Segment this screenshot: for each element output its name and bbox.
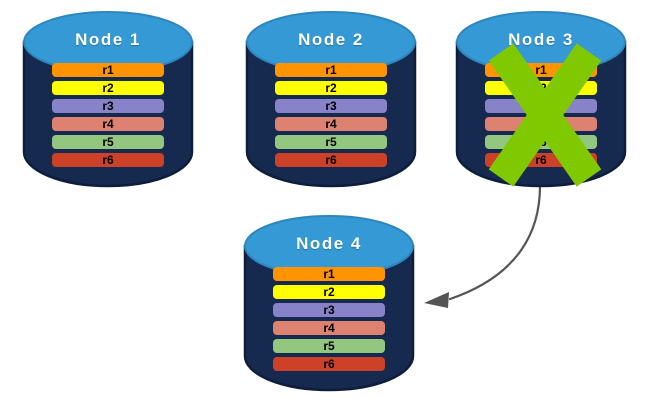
row-label: r1	[323, 267, 335, 281]
row-label: r2	[535, 81, 547, 95]
row-label: r6	[323, 357, 335, 371]
row-bar: r2	[273, 285, 385, 299]
row-bar: r5	[273, 339, 385, 353]
row-bar: r1	[485, 63, 597, 77]
row-label: r5	[325, 135, 337, 149]
row-bar: r6	[275, 153, 387, 167]
row-label: r5	[102, 135, 114, 149]
row-bar: r4	[275, 117, 387, 131]
row-bar: r1	[275, 63, 387, 77]
row-bar: r2	[485, 81, 597, 95]
row-label: r4	[325, 117, 337, 131]
row-bar: r3	[52, 99, 164, 113]
row-label: r4	[323, 321, 335, 335]
row-label: r6	[102, 153, 114, 167]
row-bar: r3	[273, 303, 385, 317]
row-label: r4	[535, 117, 547, 131]
row-label: r4	[102, 117, 114, 131]
row-bar: r2	[275, 81, 387, 95]
row-bar: r2	[52, 81, 164, 95]
row-bar: r4	[273, 321, 385, 335]
row-bar: r1	[52, 63, 164, 77]
row-bar: r5	[485, 135, 597, 149]
row-list: r1 r2 r3 r4 r5 r6	[455, 63, 627, 167]
row-label: r5	[323, 339, 335, 353]
row-label: r1	[325, 63, 337, 77]
row-label: r6	[325, 153, 337, 167]
row-bar: r1	[273, 267, 385, 281]
row-label: r5	[535, 135, 547, 149]
row-list: r1 r2 r3 r4 r5 r6	[245, 63, 417, 167]
row-label: r2	[102, 81, 114, 95]
row-bar: r3	[485, 99, 597, 113]
row-bar: r5	[275, 135, 387, 149]
row-bar: r4	[52, 117, 164, 131]
row-label: r3	[535, 99, 547, 113]
row-label: r1	[535, 63, 547, 77]
row-bar: r6	[485, 153, 597, 167]
row-bar: r3	[275, 99, 387, 113]
row-label: r3	[102, 99, 114, 113]
row-label: r3	[323, 303, 335, 317]
row-label: r2	[325, 81, 337, 95]
row-bar: r4	[485, 117, 597, 131]
row-bar: r6	[273, 357, 385, 371]
cylinder-shape	[245, 11, 417, 188]
row-label: r3	[325, 99, 337, 113]
cylinder-shape	[22, 11, 194, 188]
row-list: r1 r2 r3 r4 r5 r6	[22, 63, 194, 167]
row-label: r1	[102, 63, 114, 77]
row-bar: r6	[52, 153, 164, 167]
row-label: r6	[535, 153, 547, 167]
row-bar: r5	[52, 135, 164, 149]
cylinder-shape	[243, 215, 415, 392]
row-list: r1 r2 r3 r4 r5 r6	[243, 267, 415, 371]
row-label: r2	[323, 285, 335, 299]
